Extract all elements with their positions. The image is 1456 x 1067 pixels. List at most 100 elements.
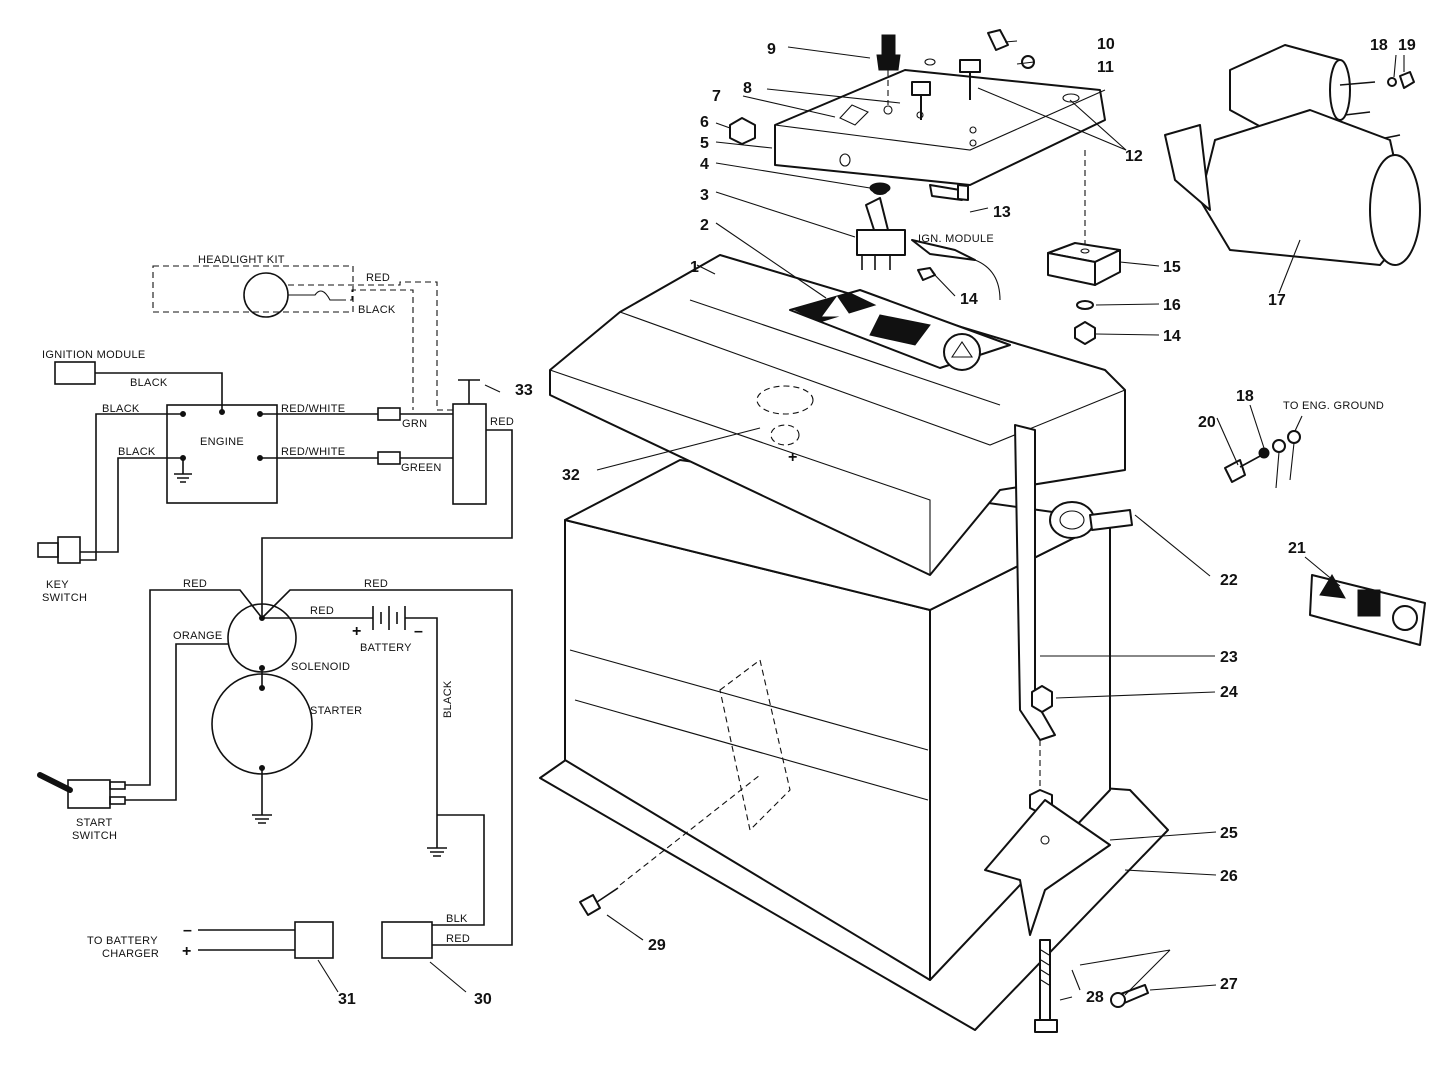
ignition-module-block [54, 361, 96, 385]
callout-14a: 14 [960, 291, 978, 308]
callout-7: 7 [712, 88, 721, 105]
callout-21: 21 [1288, 540, 1306, 557]
leader-lines [317, 40, 1405, 1001]
to-eng-ground-label: TO ENG. GROUND [1283, 400, 1384, 412]
callout-10: 10 [1097, 36, 1115, 53]
charger-connector-30 [381, 921, 433, 959]
starter-motor-17 [1164, 44, 1421, 266]
mounting-bracket-5 [774, 69, 1106, 186]
toggle-switch-3 [856, 182, 906, 270]
module-15 [1047, 242, 1121, 286]
battery-minus: – [414, 623, 423, 640]
washer-18a [1387, 77, 1397, 87]
wire-label: BLACK [442, 680, 454, 718]
callout-17: 17 [1268, 292, 1286, 309]
callout-32: 32 [562, 467, 580, 484]
callout-19: 19 [1398, 37, 1416, 54]
charger-minus: – [183, 922, 192, 939]
charger-plus: + [182, 943, 191, 960]
hold-down-rod-23 [1014, 424, 1056, 741]
key-switch-label: SWITCH [42, 592, 87, 604]
wire-label: RED/WHITE [281, 403, 345, 415]
callout-1: 1 [690, 259, 699, 276]
battery-label: BATTERY [360, 642, 412, 654]
washer-4 [869, 182, 891, 194]
callout-8: 8 [743, 80, 752, 97]
wire-red-label: RED [366, 272, 390, 284]
bolt-29 [579, 894, 601, 916]
bolt-10-head [987, 29, 1009, 51]
bracket-25 [984, 799, 1111, 936]
wiring-schematic: HEADLIGHT KIT RED BLACK IGNITION MODULE … [37, 254, 514, 960]
decal-21 [1309, 574, 1426, 646]
callout-11: 11 [1097, 59, 1114, 76]
wire-label: RED/WHITE [281, 446, 345, 458]
callout-30: 30 [474, 991, 492, 1008]
start-switch-label: SWITCH [72, 830, 117, 842]
starter-label: STARTER [310, 705, 362, 717]
nut-14b [1074, 321, 1096, 345]
callout-29: 29 [648, 937, 666, 954]
callout-6: 6 [700, 114, 709, 131]
wire-label: BLACK [118, 446, 156, 458]
headlight-kit-box [152, 265, 354, 313]
headlight-switch-33 [452, 403, 487, 505]
engine-label: ENGINE [200, 436, 244, 448]
solenoid-label: SOLENOID [291, 661, 350, 673]
callouts: 1 2 3 4 5 6 7 8 9 10 11 12 13 14 14 15 1… [338, 36, 1416, 1008]
charger-receptacle-31 [294, 921, 334, 959]
wire-label: GRN [402, 418, 427, 430]
callout-9: 9 [767, 41, 776, 58]
bolt-20 [1224, 459, 1246, 483]
callout-3: 3 [700, 187, 709, 204]
callout-24: 24 [1220, 684, 1238, 701]
terminal-22 [1049, 501, 1095, 539]
washer-18b [1258, 447, 1270, 459]
wire-label: RED [364, 578, 388, 590]
callout-26: 26 [1220, 868, 1238, 885]
nut-19 [1399, 71, 1415, 89]
exploded-view: IGN. MODULE TO ENG. GROUND [317, 29, 1426, 1033]
callout-20: 20 [1198, 414, 1216, 431]
warning-decal-2 [789, 289, 1011, 371]
wire-label: RED [490, 416, 514, 428]
callout-23: 23 [1220, 649, 1238, 666]
callout-14b: 14 [1163, 328, 1181, 345]
callout-18a: 18 [1370, 37, 1388, 54]
battery-plus-terminal: + [788, 449, 797, 466]
ignition-module-label: IGNITION MODULE [42, 349, 146, 361]
start-switch [67, 779, 111, 809]
wire-label: ORANGE [173, 630, 222, 642]
ign-module-label: IGN. MODULE [918, 233, 994, 245]
nut-6 [729, 117, 756, 145]
wire-label: GREEN [401, 462, 442, 474]
callout-4: 4 [700, 156, 709, 173]
callout-25: 25 [1220, 825, 1238, 842]
bolt-10 [959, 59, 981, 100]
battery-plus: + [352, 623, 361, 640]
headlight-kit-label: HEADLIGHT KIT [198, 254, 285, 266]
wire-label: RED [310, 605, 334, 617]
start-switch-label: START [76, 817, 113, 829]
callout-16: 16 [1163, 297, 1181, 314]
nut-24 [1031, 685, 1053, 713]
wire-black-label: BLACK [358, 304, 396, 316]
callout-13: 13 [993, 204, 1011, 221]
key-switch-label: KEY [46, 579, 69, 591]
callout-33: 33 [515, 382, 533, 399]
callout-15: 15 [1163, 259, 1181, 276]
wire-label: BLACK [102, 403, 140, 415]
callout-5: 5 [700, 135, 709, 152]
charger-label: CHARGER [102, 948, 159, 960]
wire-label: RED [183, 578, 207, 590]
nut-14a [917, 267, 936, 281]
wire-label: BLACK [130, 377, 168, 389]
callout-18b: 18 [1236, 388, 1254, 405]
key-switch [57, 536, 81, 564]
battery-symbol [368, 606, 438, 815]
engine-block [166, 404, 278, 504]
wire-label: BLK [446, 913, 468, 925]
headlight-lamp [243, 272, 289, 318]
charger-label: TO BATTERY [87, 935, 158, 947]
